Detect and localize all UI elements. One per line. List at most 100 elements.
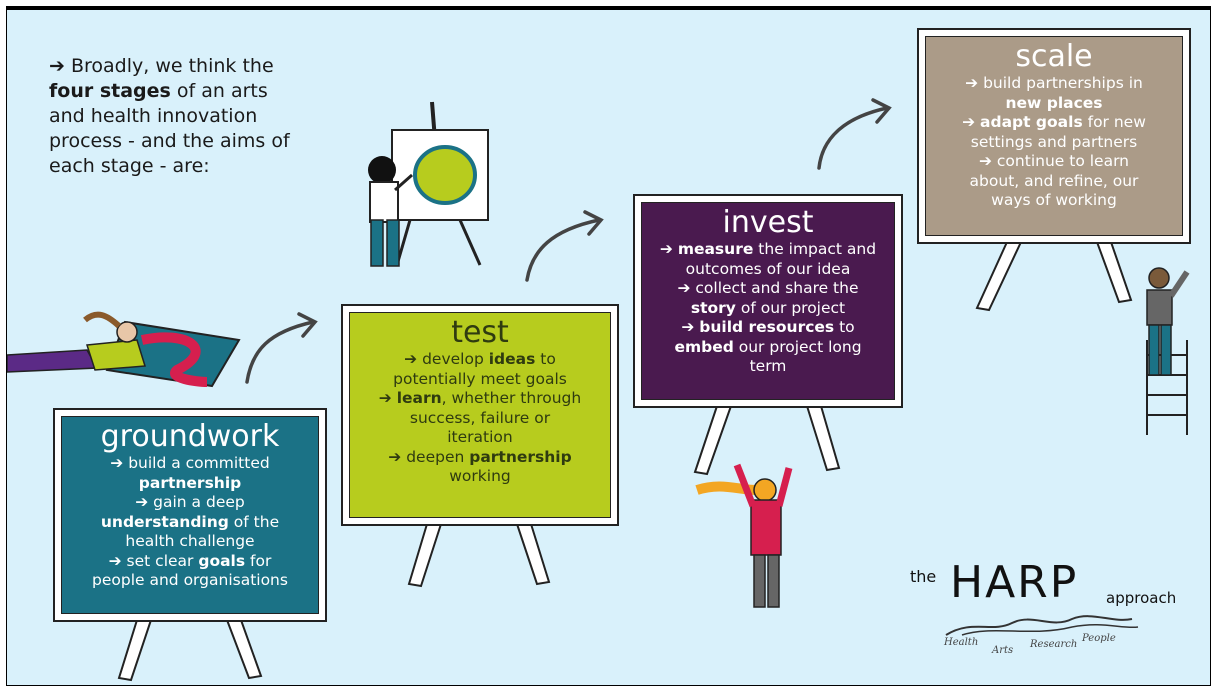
line-text: our project long [733, 337, 862, 356]
infographic-canvas: ➔ Broadly, we think the four stages of a… [6, 6, 1211, 686]
arrow-icon-3 [817, 106, 889, 170]
line-bold-text: understanding [100, 512, 229, 531]
board-line: ➔ deepen partnership [349, 448, 611, 468]
board-line: understanding of the [61, 513, 319, 533]
board-line: potentially meet goals [349, 370, 611, 390]
board-line: ➔ learn, whether through [349, 389, 611, 409]
intro-bold: four stages [49, 80, 171, 102]
line-text: working [449, 467, 511, 485]
line-text: health challenge [125, 532, 255, 550]
board-title-groundwork: groundwork [100, 419, 280, 454]
line-text: the impact and [753, 240, 877, 258]
intro-text-part1: Broadly, we think the [70, 55, 274, 77]
board-line: ➔ build a committed [61, 454, 319, 474]
arrow-icon-2 [525, 218, 601, 282]
line-text: ➔ develop [404, 350, 489, 368]
board-line: people and organisations [61, 571, 319, 591]
painter-illustration [368, 101, 489, 267]
lying-painter-illustration [7, 311, 241, 388]
line-text: ➔ gain a deep [135, 493, 245, 511]
line-text: of the [228, 512, 280, 531]
board-line: settings and partners [925, 133, 1183, 153]
logo-hills-icon [945, 615, 1139, 636]
board-line: ➔ build partnerships in [925, 74, 1183, 94]
line-text: for [245, 551, 272, 570]
line-text: outcomes of our idea [685, 259, 851, 278]
line-text: settings and partners [970, 132, 1138, 151]
logo-approach: approach [1106, 589, 1177, 607]
board-title-test: test [451, 315, 509, 350]
intro-arrow: ➔ [49, 55, 65, 77]
board-line: ➔ measure the impact and [641, 240, 895, 260]
logo-sub-people: People [1082, 633, 1116, 644]
board-line: ➔ build resources to [641, 318, 895, 338]
line-text: ➔ [659, 240, 678, 258]
line-text: ➔ [681, 318, 700, 336]
waving-person-illustration [695, 463, 793, 608]
line-bold-text: learn [396, 389, 442, 407]
board-line: story of our project [641, 299, 895, 319]
line-text: about, and refine, our [969, 171, 1139, 190]
line-bold-text: partnership [469, 447, 572, 466]
board-line: outcomes of our idea [641, 260, 895, 280]
line-text: success, failure or [409, 408, 551, 427]
board-line: working [349, 467, 611, 487]
line-bold-text: build resources [699, 318, 835, 336]
line-text: ➔ deepen [388, 447, 470, 466]
illustrations [7, 98, 1190, 682]
board-line: term [641, 357, 895, 377]
board-line: iteration [349, 428, 611, 448]
line-bold-text: story [690, 298, 736, 317]
line-bold-text: embed [674, 337, 734, 356]
harp-logo: the HARP approach Health Arts Research P… [910, 557, 1200, 665]
ladder-person-illustration [1146, 267, 1190, 435]
board-line: embed our project long [641, 338, 895, 358]
arrow-head-3 [871, 98, 892, 124]
line-text: iteration [447, 428, 513, 446]
arrow-head-1 [297, 312, 318, 338]
logo-sub-research: Research [1030, 639, 1078, 650]
logo-the: the [910, 567, 937, 586]
intro-text-part2: of an arts and health innovation process… [49, 80, 290, 177]
line-bold-text: measure [677, 240, 754, 258]
board-line: about, and refine, our [925, 172, 1183, 192]
arrow-icon-1 [245, 320, 315, 384]
line-text: ➔ collect and share the [677, 279, 859, 297]
board-line: health challenge [61, 532, 319, 552]
line-text: people and organisations [92, 571, 288, 589]
line-text: ways of working [991, 191, 1117, 209]
line-text: of our project [735, 298, 846, 317]
line-text: ➔ set clear [108, 551, 199, 570]
line-bold-text: ideas [488, 350, 536, 368]
board-line: ➔ adapt goals for new [925, 113, 1183, 133]
line-text: , whether through [441, 389, 582, 407]
line-text: term [749, 357, 787, 375]
line-text: ➔ continue to learn [979, 152, 1129, 170]
board-title-invest: invest [722, 205, 814, 240]
board-line: ➔ gain a deep [61, 493, 319, 513]
board-line: ➔ develop ideas to [349, 350, 611, 370]
line-text: ➔ build a committed [110, 454, 270, 472]
logo-sub-health: Health [944, 637, 979, 648]
board-line: ➔ collect and share the [641, 279, 895, 299]
line-bold-text: new places [1005, 93, 1103, 112]
line-bold-text: adapt goals [980, 113, 1083, 131]
logo-harp: HARP [950, 557, 1079, 608]
board-line: ➔ continue to learn [925, 152, 1183, 172]
logo-sub-arts: Arts [992, 645, 1014, 656]
arrow-head-2 [583, 210, 604, 236]
line-text: ➔ build partnerships in [965, 74, 1143, 92]
board-line: ➔ set clear goals for [61, 552, 319, 572]
board-line: new places [925, 94, 1183, 114]
board-line: success, failure or [349, 409, 611, 429]
board-line: ways of working [925, 191, 1183, 211]
intro-text: ➔ Broadly, we think the four stages of a… [49, 54, 309, 179]
